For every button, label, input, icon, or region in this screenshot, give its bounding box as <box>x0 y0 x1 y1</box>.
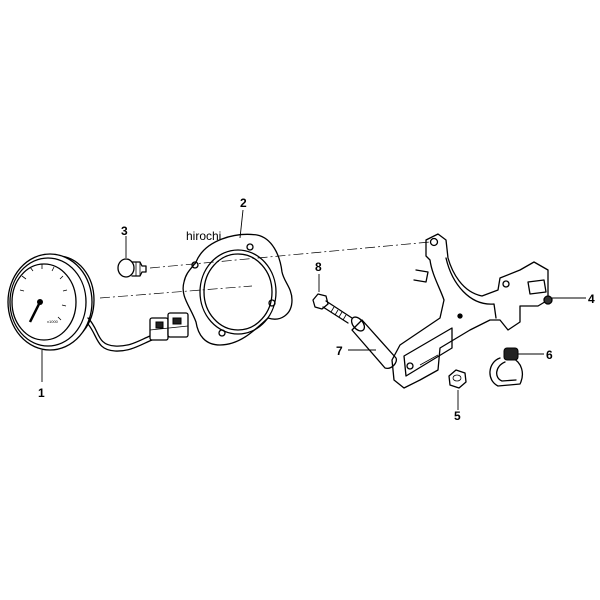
svg-text:x1000: x1000 <box>47 319 59 324</box>
callout-1: 1 <box>38 386 45 400</box>
nut-part <box>448 369 467 389</box>
callout-3: 3 <box>121 224 128 238</box>
clamp-part <box>489 347 523 387</box>
grommet-part <box>117 258 147 278</box>
alignment-lines <box>99 241 431 299</box>
bracket-part <box>391 233 553 389</box>
mounting-plate <box>182 233 293 346</box>
callout-4: 4 <box>588 292 595 306</box>
leader-lines <box>41 209 586 410</box>
sleeve-part <box>350 316 398 369</box>
gauge-assembly: x1000 <box>7 253 189 352</box>
callout-2: 2 <box>240 196 247 210</box>
callout-7: 7 <box>336 344 343 358</box>
watermark-text: hirochi <box>186 229 221 243</box>
callout-8: 8 <box>315 260 322 274</box>
callout-5: 5 <box>454 409 461 423</box>
callout-6: 6 <box>546 348 553 362</box>
bolt-part <box>312 293 353 324</box>
